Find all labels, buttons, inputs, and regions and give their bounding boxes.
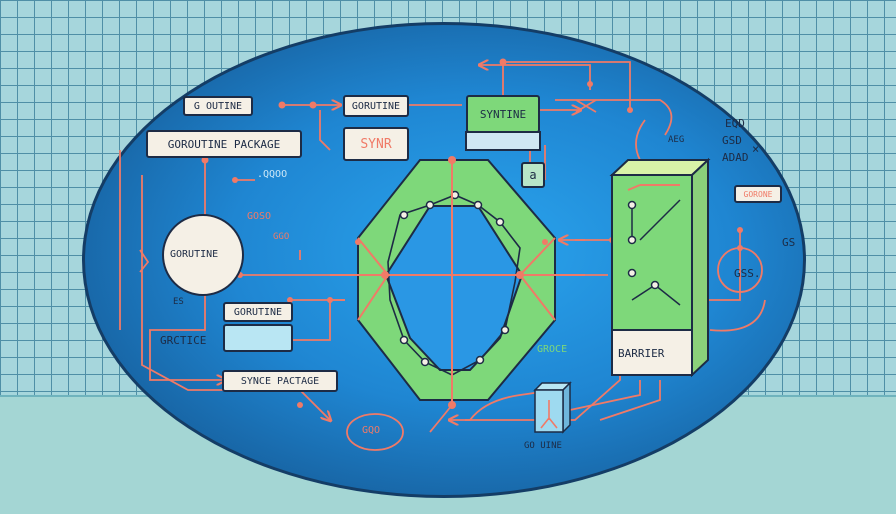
goso-label: GOSO — [247, 211, 272, 222]
gorutine-mid-bar-box — [223, 324, 293, 352]
qqoo-label: .QQOO — [257, 169, 288, 180]
go-uine-label: GO UINE — [524, 441, 562, 451]
right-text-2: GSD — [722, 134, 742, 147]
small-a-box: a — [521, 162, 545, 188]
left-circle-label: GORUTINE — [170, 249, 219, 260]
synr-box: SYNR — [343, 127, 409, 161]
gorone-box: GORONE — [734, 185, 782, 203]
gqo-label: GQO — [362, 425, 381, 436]
ggo-label: GGO — [273, 232, 290, 242]
groce-label: GROCE — [537, 344, 568, 355]
goroutine-package-label: GOROUTINE PACKAGE — [167, 137, 281, 151]
syntine-label: SYNTINE — [479, 107, 527, 121]
gorutine-top-box: GORUTINE — [343, 95, 409, 117]
synce-package-label: SYNCE PACTAGE — [240, 375, 320, 387]
goutine-box: G OUTINE — [183, 96, 253, 116]
barrier-front — [611, 174, 693, 331]
ring-hole — [384, 205, 524, 371]
syntine-box: SYNTINE — [466, 95, 540, 133]
goutine-label: G OUTINE — [193, 100, 243, 112]
gorutine-top-label: GORUTINE — [351, 100, 401, 112]
grctice-label: GRCTICE — [160, 334, 207, 347]
gss-label: GSS. — [734, 267, 761, 280]
small-a-label: a — [529, 168, 537, 182]
gorutine-mid-box: GORUTINE — [223, 302, 293, 322]
right-text-4: × — [752, 142, 760, 156]
gorutine-mid-label: GORUTINE — [233, 306, 283, 318]
gorone-label: GORONE — [743, 189, 773, 199]
right-text-1: EQD — [725, 117, 745, 130]
barrier-side — [691, 157, 709, 378]
synce-package-box: SYNCE PACTAGE — [222, 370, 338, 392]
synr-label: SYNR — [360, 136, 392, 152]
right-text-3: ADAD — [722, 151, 749, 164]
es-label: ES — [173, 297, 184, 307]
gs-label: GS — [782, 236, 796, 249]
barrier-label: BARRIER — [618, 347, 665, 360]
goroutine-package-box: GOROUTINE PACKAGE — [146, 130, 302, 158]
left-circle-node — [162, 214, 244, 296]
aeg-label: AEG — [668, 135, 685, 145]
